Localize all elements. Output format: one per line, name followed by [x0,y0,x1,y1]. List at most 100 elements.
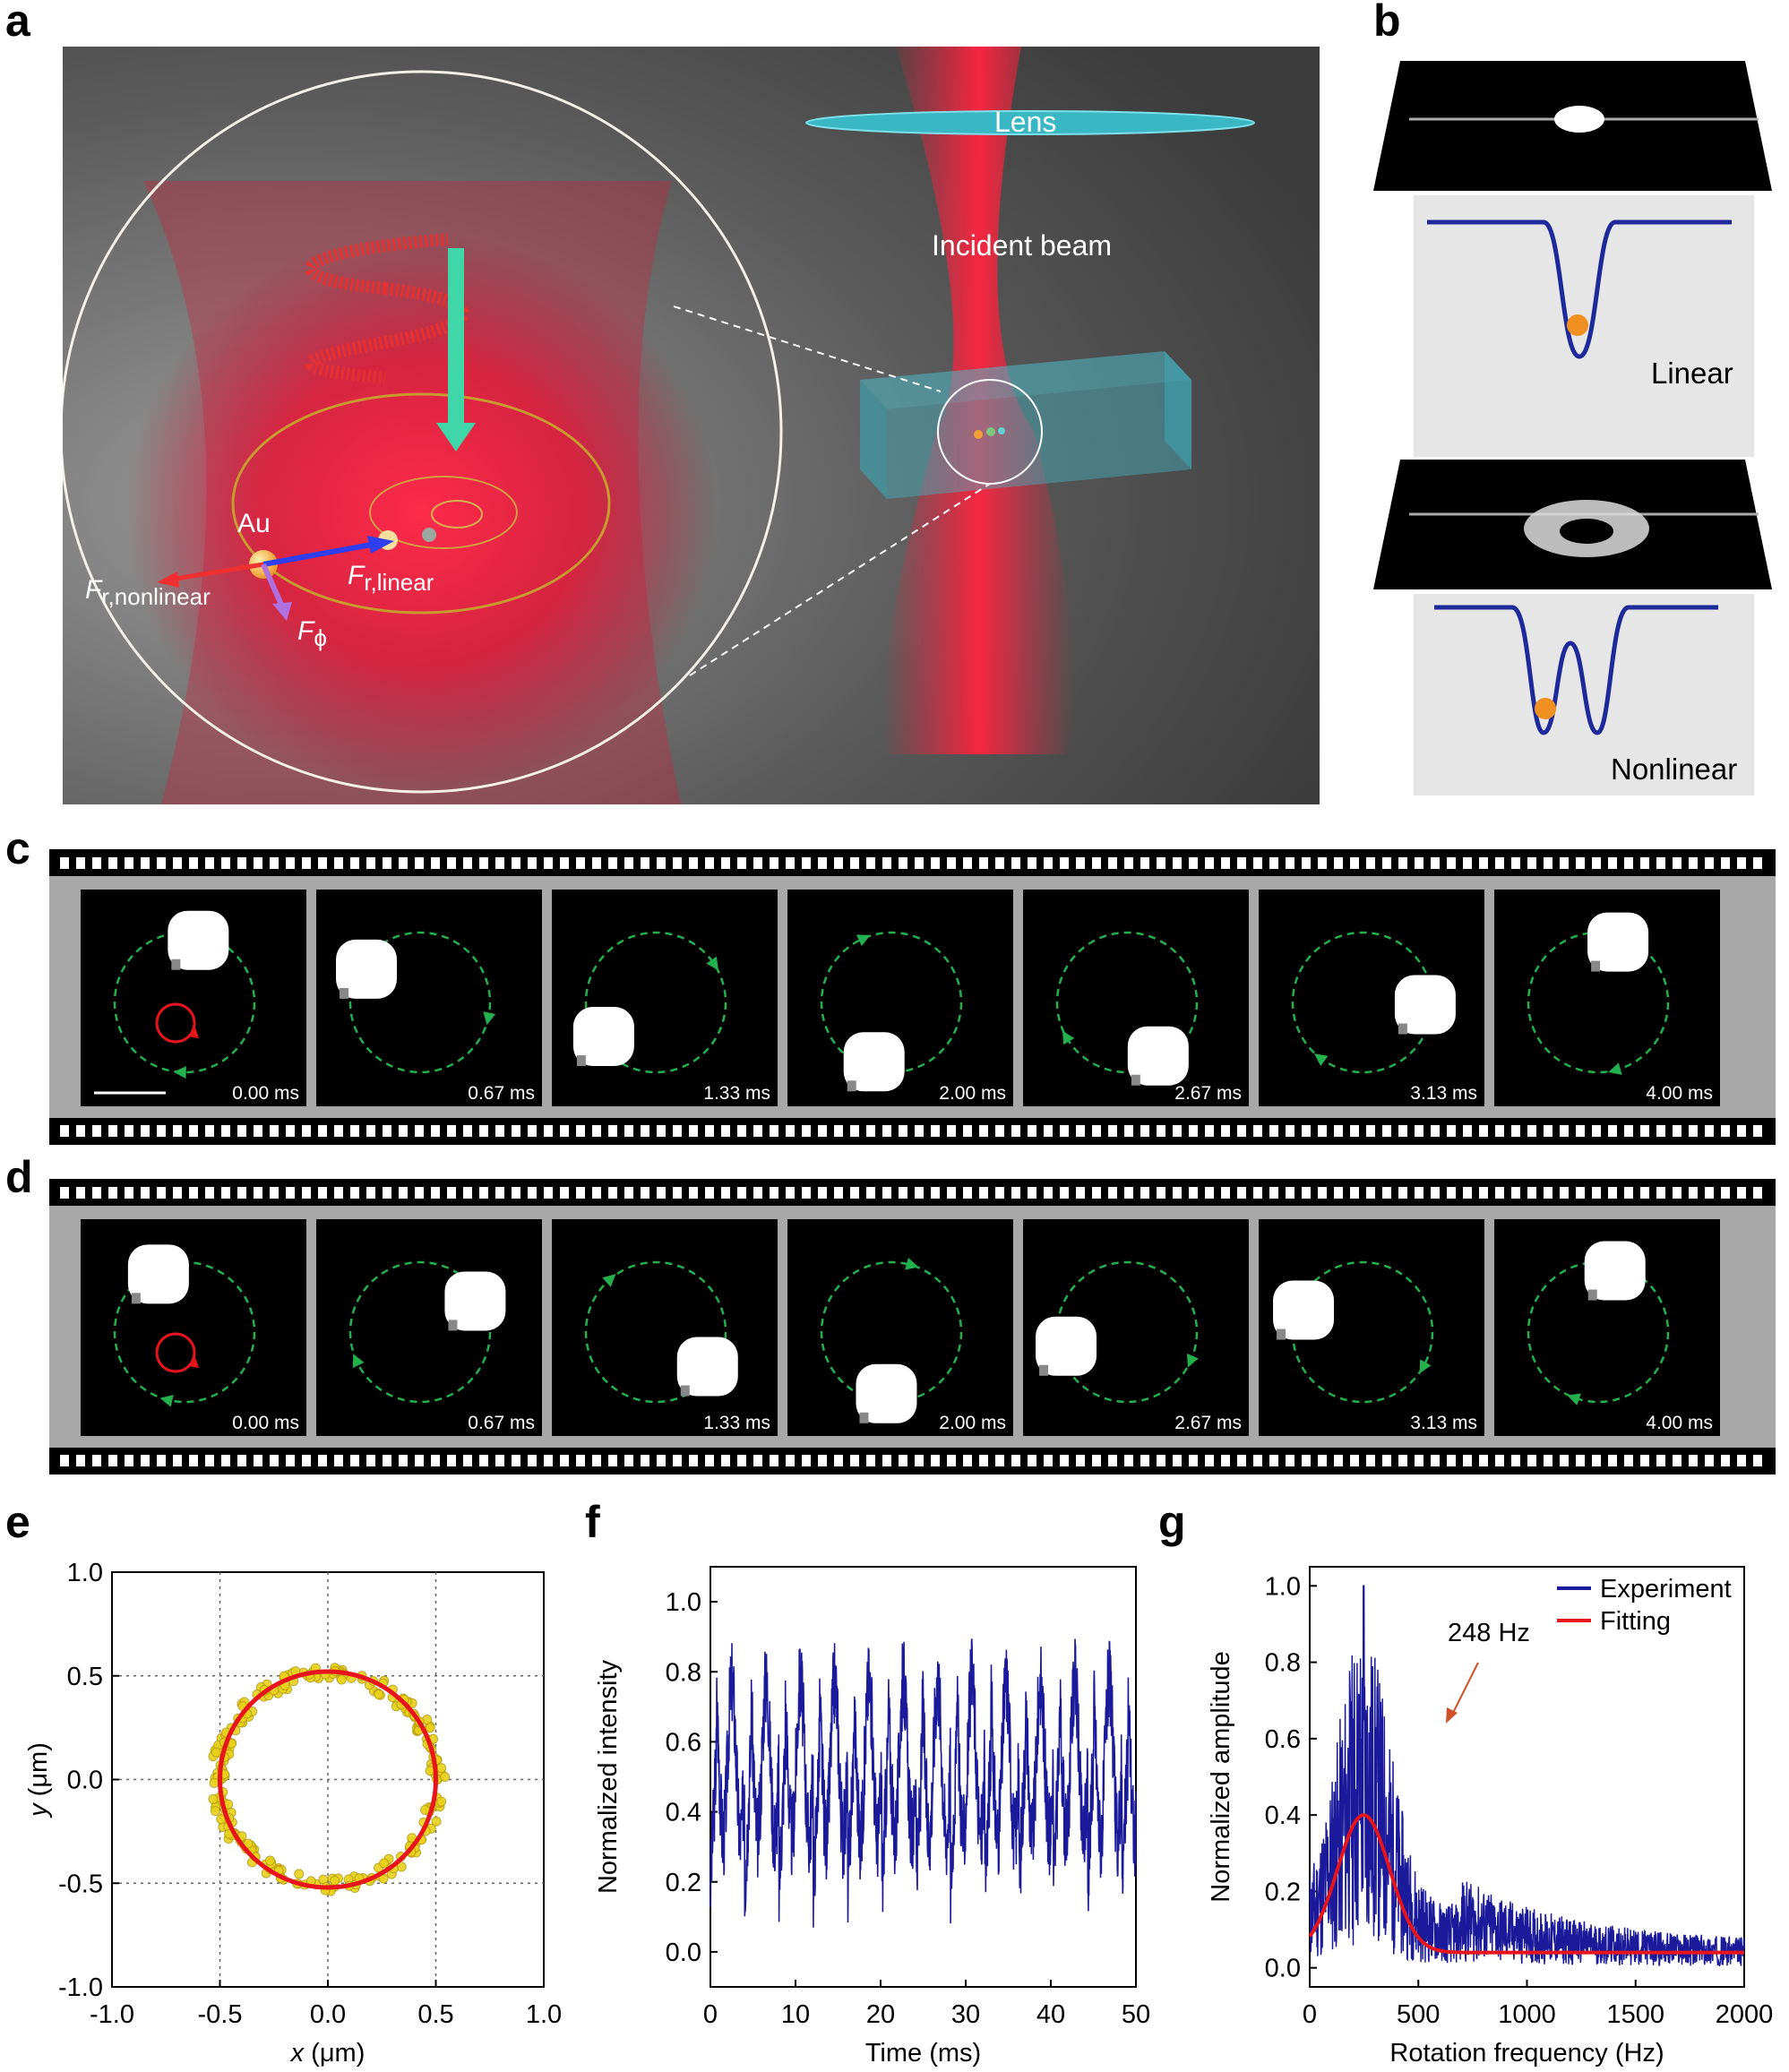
fit-circle [218,1669,438,1890]
film-hole [108,1187,117,1199]
annotation-arrow-line [1450,1662,1479,1717]
orbit-direction-arrow [483,1011,496,1026]
film-hole [141,1187,150,1199]
film-hole [866,857,875,869]
film-hole [818,1125,827,1137]
film-hole [431,1125,440,1137]
film-hole [1689,1125,1698,1137]
film-hole [850,1125,859,1137]
film-hole [1721,1455,1730,1466]
panel-label-c: c [5,823,30,873]
film-hole [447,1125,456,1137]
film-hole [1560,1187,1569,1199]
film-hole [1221,1455,1230,1466]
data-point [379,1858,390,1869]
film-frame: 1.33 ms [552,890,778,1106]
film-hole [1060,1187,1069,1199]
film-hole [366,857,375,869]
film-hole [1350,1125,1359,1137]
x-tick-label: 1500 [1606,2000,1664,2029]
film-hole [431,857,440,869]
data-point [294,1869,305,1879]
film-hole [979,1187,988,1199]
film-hole [1189,857,1198,869]
film-hole [479,1187,488,1199]
film-hole [995,857,1004,869]
film-hole [576,1187,585,1199]
frame-time-label: 2.00 ms [939,1413,1006,1433]
film-hole [512,1187,520,1199]
film-hole [1092,1455,1101,1466]
film-hole [334,1455,343,1466]
film-hole [995,1125,1004,1137]
film-hole [882,1455,891,1466]
film-hole [1157,1125,1165,1137]
film-hole [770,1455,778,1466]
film-hole [1527,1455,1536,1466]
film-hole [92,1125,101,1137]
particle-blob-edge [576,1055,586,1067]
nonlinear-label: Nonlinear [1611,752,1738,786]
film-hole [1737,1455,1746,1466]
film-hole [1350,857,1359,869]
film-hole [721,1187,730,1199]
orbit-direction-arrow [602,1274,616,1287]
film-hole [399,857,408,869]
film-hole [205,857,214,869]
film-hole [1479,1125,1488,1137]
film-hole [1286,1187,1294,1199]
y-tick-label: 0.8 [1265,1649,1301,1678]
film-hole [1673,1455,1681,1466]
film-frame: 4.00 ms [1494,890,1720,1106]
film-hole [318,857,327,869]
y-tick-label: 1.0 [666,1588,701,1617]
film-hole [673,1455,682,1466]
film-hole [1673,857,1681,869]
film-hole [302,1187,311,1199]
film-hole [963,857,972,869]
film-hole [1108,1187,1117,1199]
film-hole [1576,1125,1585,1137]
film-hole [657,1455,666,1466]
data-point [210,1806,220,1817]
x-tick-label: 0 [703,2000,718,2029]
film-hole [544,857,553,869]
film-hole [399,1125,408,1137]
y-tick-label: 0.6 [666,1728,701,1757]
film-hole [383,1187,391,1199]
film-hole [270,1125,279,1137]
x-tick-label: 0.5 [417,2000,453,2029]
film-hole [1592,1187,1601,1199]
y-tick-label: -0.5 [58,1870,103,1898]
film-hole [1269,857,1278,869]
film-hole [866,1455,875,1466]
particle-blob-edge [1277,1328,1286,1340]
particle-blob [1394,975,1456,1035]
panel-a-illustration [63,47,1320,804]
film-hole [931,1125,940,1137]
film-hole [383,1125,391,1137]
film-hole [1269,1455,1278,1466]
film-hole [383,857,391,869]
film-hole [689,1455,698,1466]
film-hole [1318,1125,1327,1137]
orbit-direction-arrow [352,1354,365,1368]
film-hole [1124,857,1133,869]
data-point [211,1747,221,1758]
film-hole [1398,1125,1407,1137]
film-hole [399,1187,408,1199]
film-hole [270,857,279,869]
film-hole [1544,1187,1552,1199]
film-hole [1092,1187,1101,1199]
film-hole [1124,1455,1133,1466]
film-hole [1189,1455,1198,1466]
film-hole [608,857,617,869]
film-hole [495,1187,504,1199]
particle-blob-edge [680,1385,690,1397]
y-tick-label: 1.0 [1265,1572,1301,1601]
film-hole [1511,1187,1520,1199]
film-hole [1011,857,1020,869]
film-hole [1366,1455,1375,1466]
film-hole [1495,1455,1504,1466]
